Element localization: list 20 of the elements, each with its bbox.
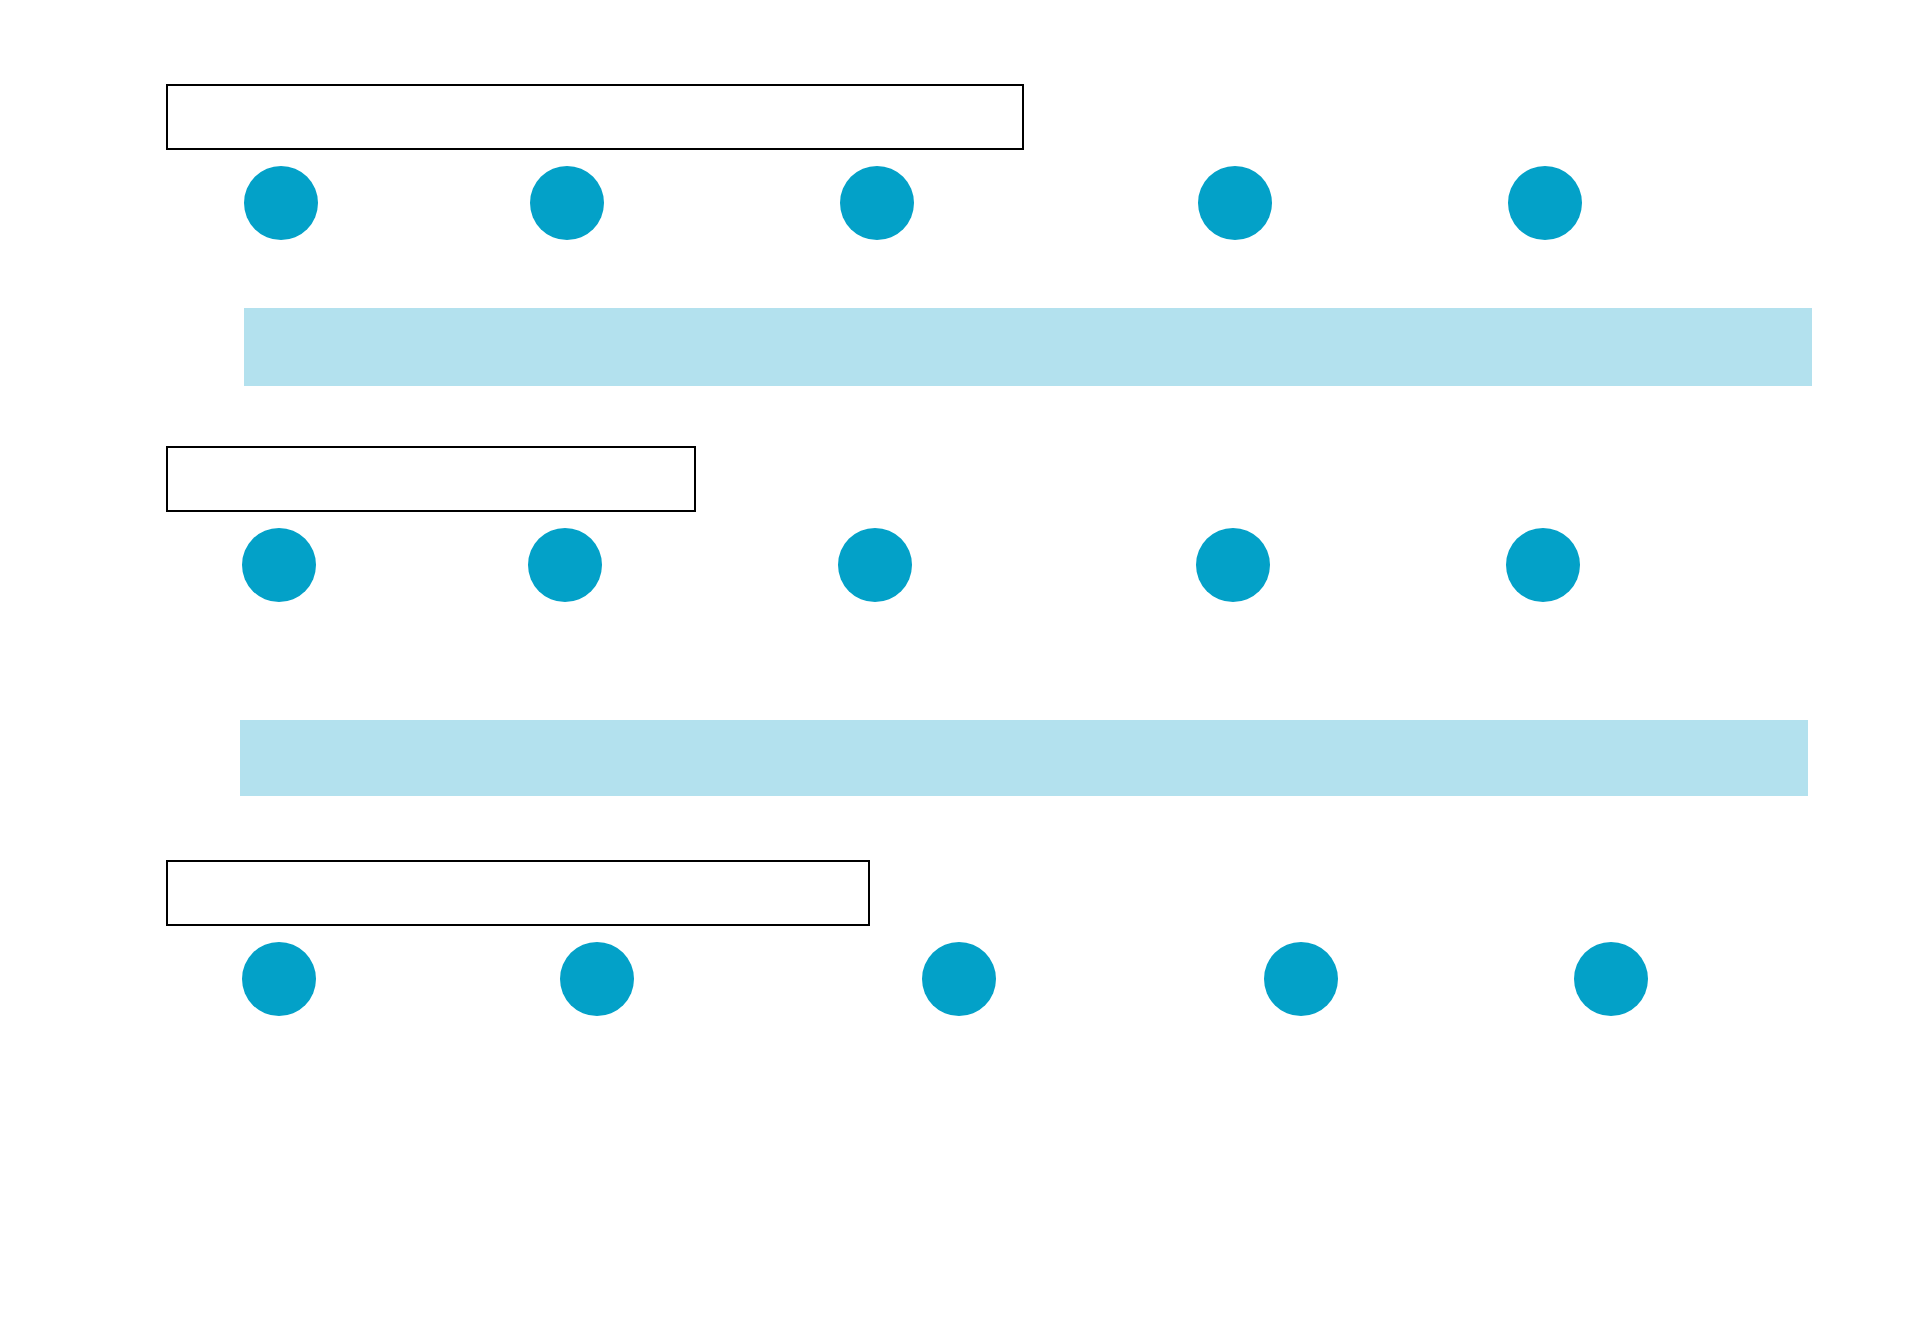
round-dot [921, 941, 995, 1015]
round-dot [243, 165, 317, 239]
round-dot [1507, 165, 1581, 239]
blank-box [166, 84, 1024, 150]
round-dot [1263, 941, 1337, 1015]
round-dot [527, 527, 601, 601]
round-dot [241, 527, 315, 601]
round-dot [1195, 527, 1269, 601]
round-dot [1573, 941, 1647, 1015]
round-dot [241, 941, 315, 1015]
round-dot [529, 165, 603, 239]
round-dot [839, 165, 913, 239]
round-dot [837, 527, 911, 601]
highlight-band [240, 720, 1808, 796]
blank-box [166, 446, 696, 512]
highlight-band [244, 308, 1812, 386]
round-dot [1505, 527, 1579, 601]
blank-box [166, 860, 870, 926]
round-dot [1197, 165, 1271, 239]
round-dot [559, 941, 633, 1015]
